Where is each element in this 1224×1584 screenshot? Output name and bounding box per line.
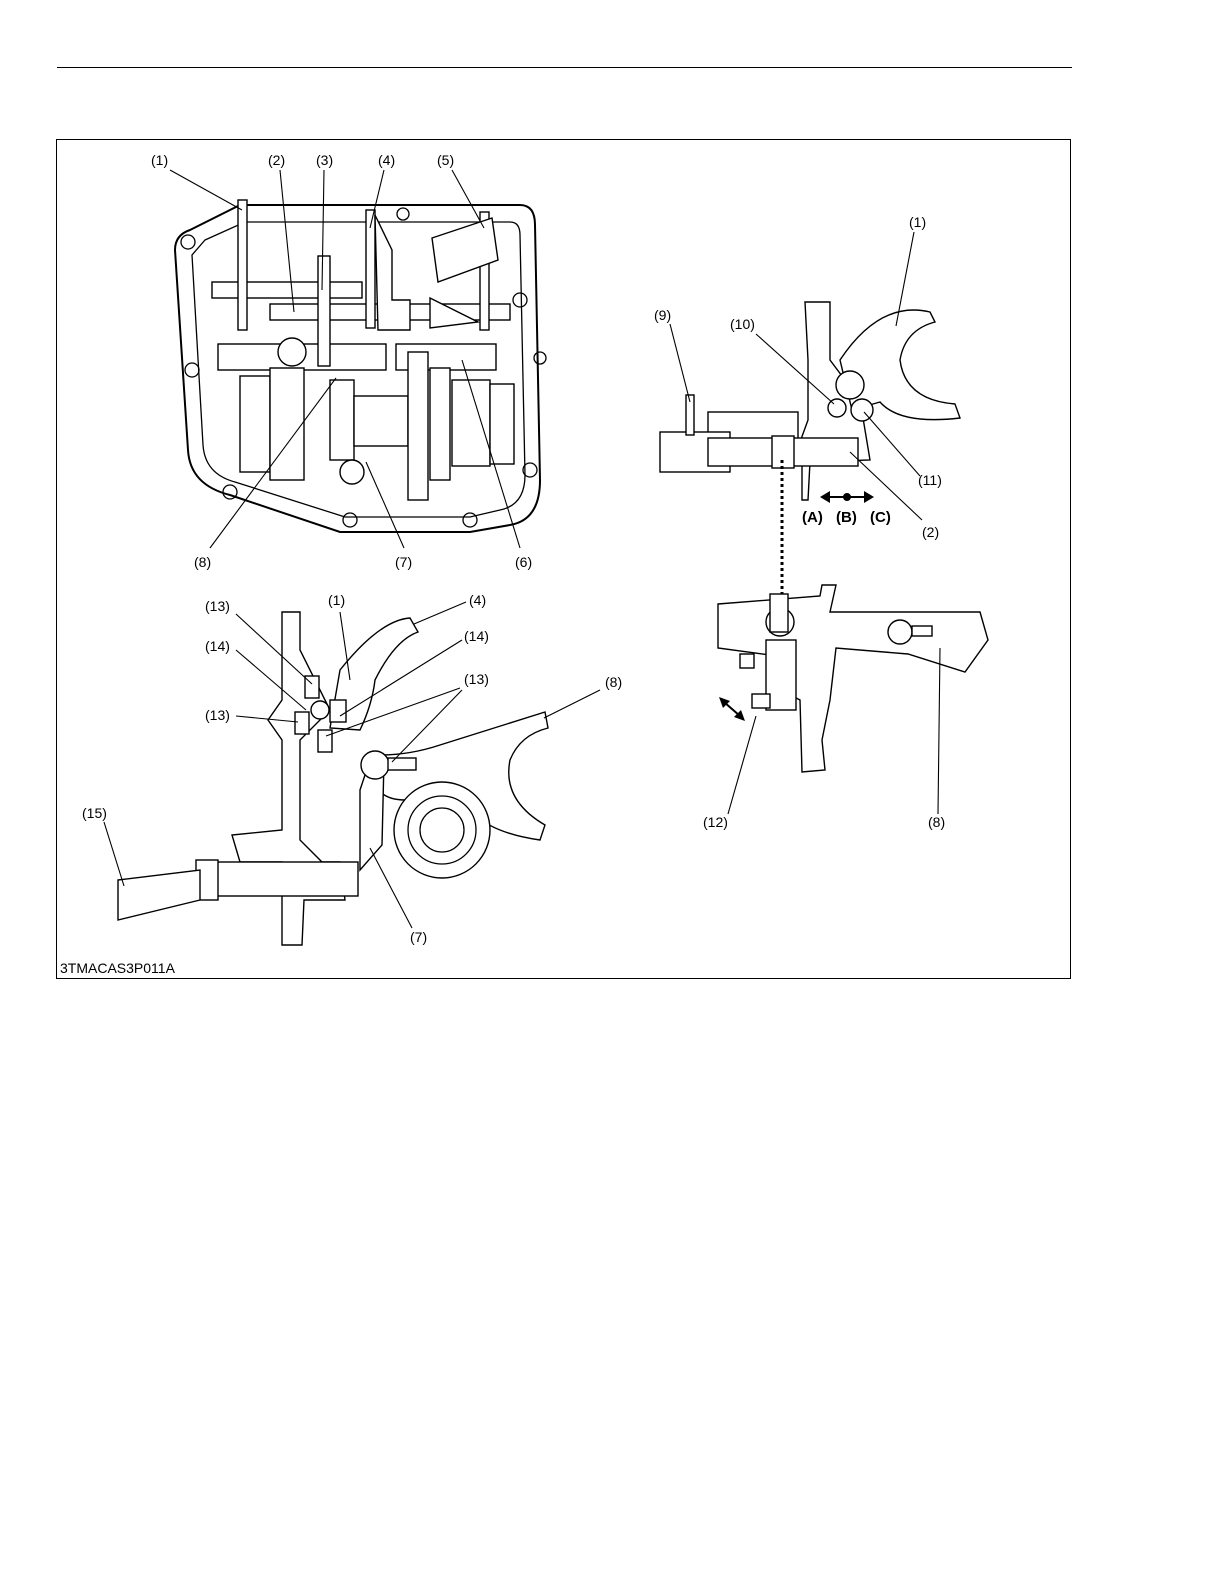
callout-3: (3) — [316, 152, 333, 168]
lever-view — [718, 585, 988, 772]
callout-6: (6) — [515, 554, 532, 570]
callout-11: (11) — [918, 472, 942, 488]
shift-fork-assembly-view — [118, 612, 548, 945]
callout-7: (7) — [395, 554, 412, 570]
callout-5: (5) — [437, 152, 454, 168]
callout-4: (4) — [378, 152, 395, 168]
callout-1: (1) — [328, 592, 345, 608]
callout-8: (8) — [605, 674, 622, 690]
callout-9: (9) — [654, 307, 671, 323]
callout-14: (14) — [205, 638, 230, 654]
callout-2: (2) — [922, 524, 939, 540]
position-label-a: (A) — [802, 509, 823, 526]
shifter-side-view — [660, 302, 960, 598]
callout-12: (12) — [703, 814, 728, 830]
callout-13: (13) — [205, 598, 230, 614]
callout-1: (1) — [909, 214, 926, 230]
callout-8: (8) — [928, 814, 945, 830]
callout-15: (15) — [82, 805, 107, 821]
callout-7: (7) — [410, 929, 427, 945]
callout-4: (4) — [469, 592, 486, 608]
figure-code: 3TMACAS3P011A — [60, 960, 175, 976]
callout-14: (14) — [464, 628, 489, 644]
position-label-c: (C) — [870, 509, 891, 526]
callout-13: (13) — [205, 707, 230, 723]
position-label-b: (B) — [836, 509, 857, 526]
callout-13: (13) — [464, 671, 489, 687]
transmission-case-view — [175, 200, 546, 532]
callout-10: (10) — [730, 316, 755, 332]
callout-2: (2) — [268, 152, 285, 168]
callout-1: (1) — [151, 152, 168, 168]
callout-8: (8) — [194, 554, 211, 570]
